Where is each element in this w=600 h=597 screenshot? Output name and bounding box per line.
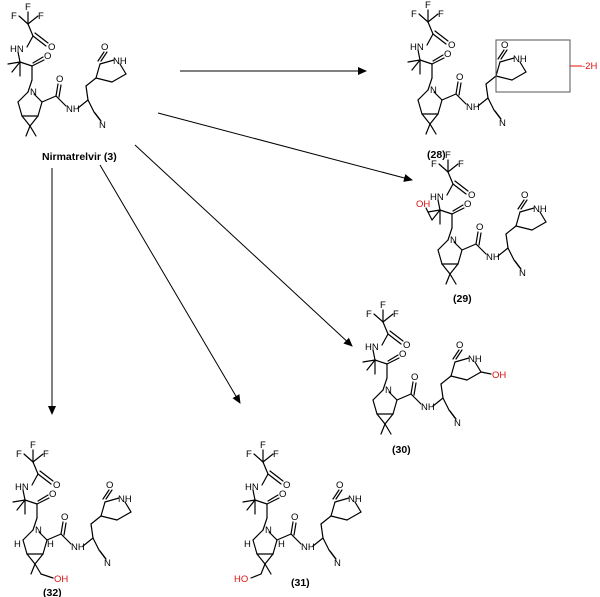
metabolite-31-ho: HO [234, 574, 248, 585]
metabolite-32-h-right: H [47, 539, 54, 550]
metabolite-32-structure [12, 440, 132, 579]
metabolite-31-label: (31) [291, 577, 310, 589]
arrow-to-29 [157, 112, 413, 182]
metabolite-32-oh: OH [54, 574, 68, 585]
dehydro-annotation: -2H [582, 61, 597, 72]
arrow-to-30 [134, 144, 353, 347]
metabolite-28-structure [407, 0, 527, 135]
metabolite-29-oh: OH [416, 199, 430, 210]
nirmatrelvir-structure [7, 2, 127, 137]
metabolite-30-label: (30) [392, 444, 411, 456]
arrow-to-31 [99, 164, 241, 404]
metabolite-31-h-left: H [244, 539, 251, 550]
parent-label: Nirmatrelvir (3) [42, 151, 117, 163]
metabolite-29-structure [425, 150, 547, 285]
metabolite-32-h-left: H [14, 539, 21, 550]
metabolite-30-oh: OH [492, 370, 506, 381]
metabolite-31-h-right: H [278, 539, 285, 550]
metabolite-31-structure [242, 440, 362, 579]
metabolite-30-structure [362, 300, 492, 435]
metabolite-28-label: (28) [427, 149, 446, 161]
metabolite-29-label: (29) [453, 293, 472, 305]
metabolite-32-label: (32) [43, 587, 62, 597]
